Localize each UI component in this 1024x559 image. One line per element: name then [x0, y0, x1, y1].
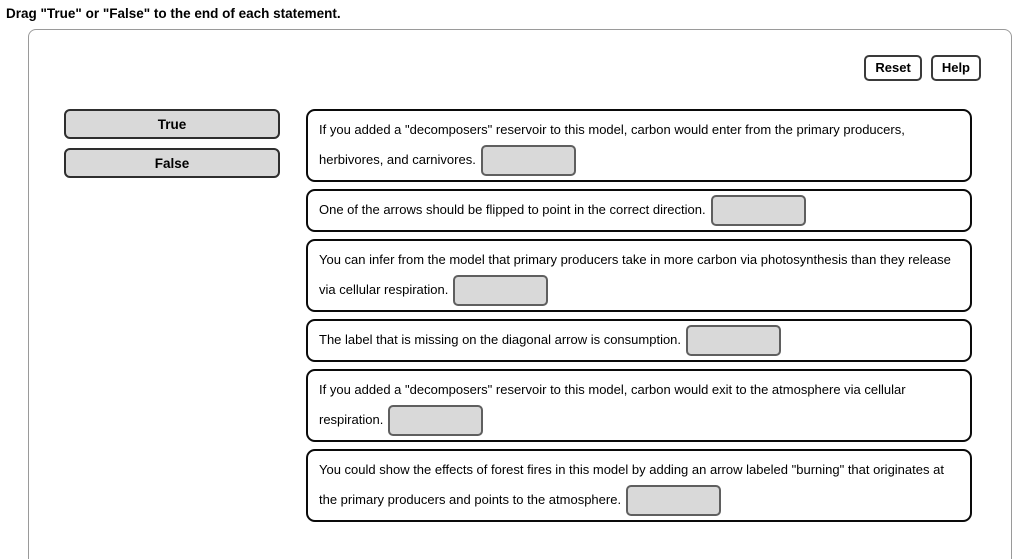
statement-text: If you added a "decomposers" reservoir t… — [319, 382, 906, 428]
statement-card: If you added a "decomposers" reservoir t… — [306, 369, 972, 443]
exercise-panel: Reset Help True False If you added a "de… — [28, 29, 1012, 559]
page-instruction: Drag "True" or "False" to the end of eac… — [6, 6, 341, 21]
answer-dropzone[interactable] — [626, 485, 722, 517]
statement-text: One of the arrows should be flipped to p… — [319, 202, 706, 218]
content-area: True False If you added a "decomposers" … — [29, 109, 1011, 529]
answer-dropzone[interactable] — [710, 195, 806, 227]
answer-dropzone[interactable] — [388, 405, 484, 437]
toolbar: Reset Help — [29, 30, 1011, 81]
reset-button[interactable]: Reset — [864, 55, 922, 81]
answer-dropzone[interactable] — [686, 325, 782, 357]
token-true[interactable]: True — [64, 109, 280, 139]
statement-card: You could show the effects of forest fir… — [306, 449, 972, 523]
answer-dropzone[interactable] — [480, 145, 576, 177]
token-false[interactable]: False — [64, 148, 280, 178]
statement-text: You can infer from the model that primar… — [319, 252, 951, 298]
statement-list: If you added a "decomposers" reservoir t… — [306, 109, 972, 529]
statement-text: The label that is missing on the diagona… — [319, 332, 682, 348]
answer-dropzone[interactable] — [453, 275, 549, 307]
answer-token-list: True False — [64, 109, 280, 529]
statement-text: You could show the effects of forest fir… — [319, 462, 944, 508]
statement-card: You can infer from the model that primar… — [306, 239, 972, 313]
statement-card: If you added a "decomposers" reservoir t… — [306, 109, 972, 183]
statement-card: The label that is missing on the diagona… — [306, 319, 972, 363]
statement-text: If you added a "decomposers" reservoir t… — [319, 122, 905, 167]
statement-card: One of the arrows should be flipped to p… — [306, 189, 972, 233]
help-button[interactable]: Help — [930, 55, 981, 81]
